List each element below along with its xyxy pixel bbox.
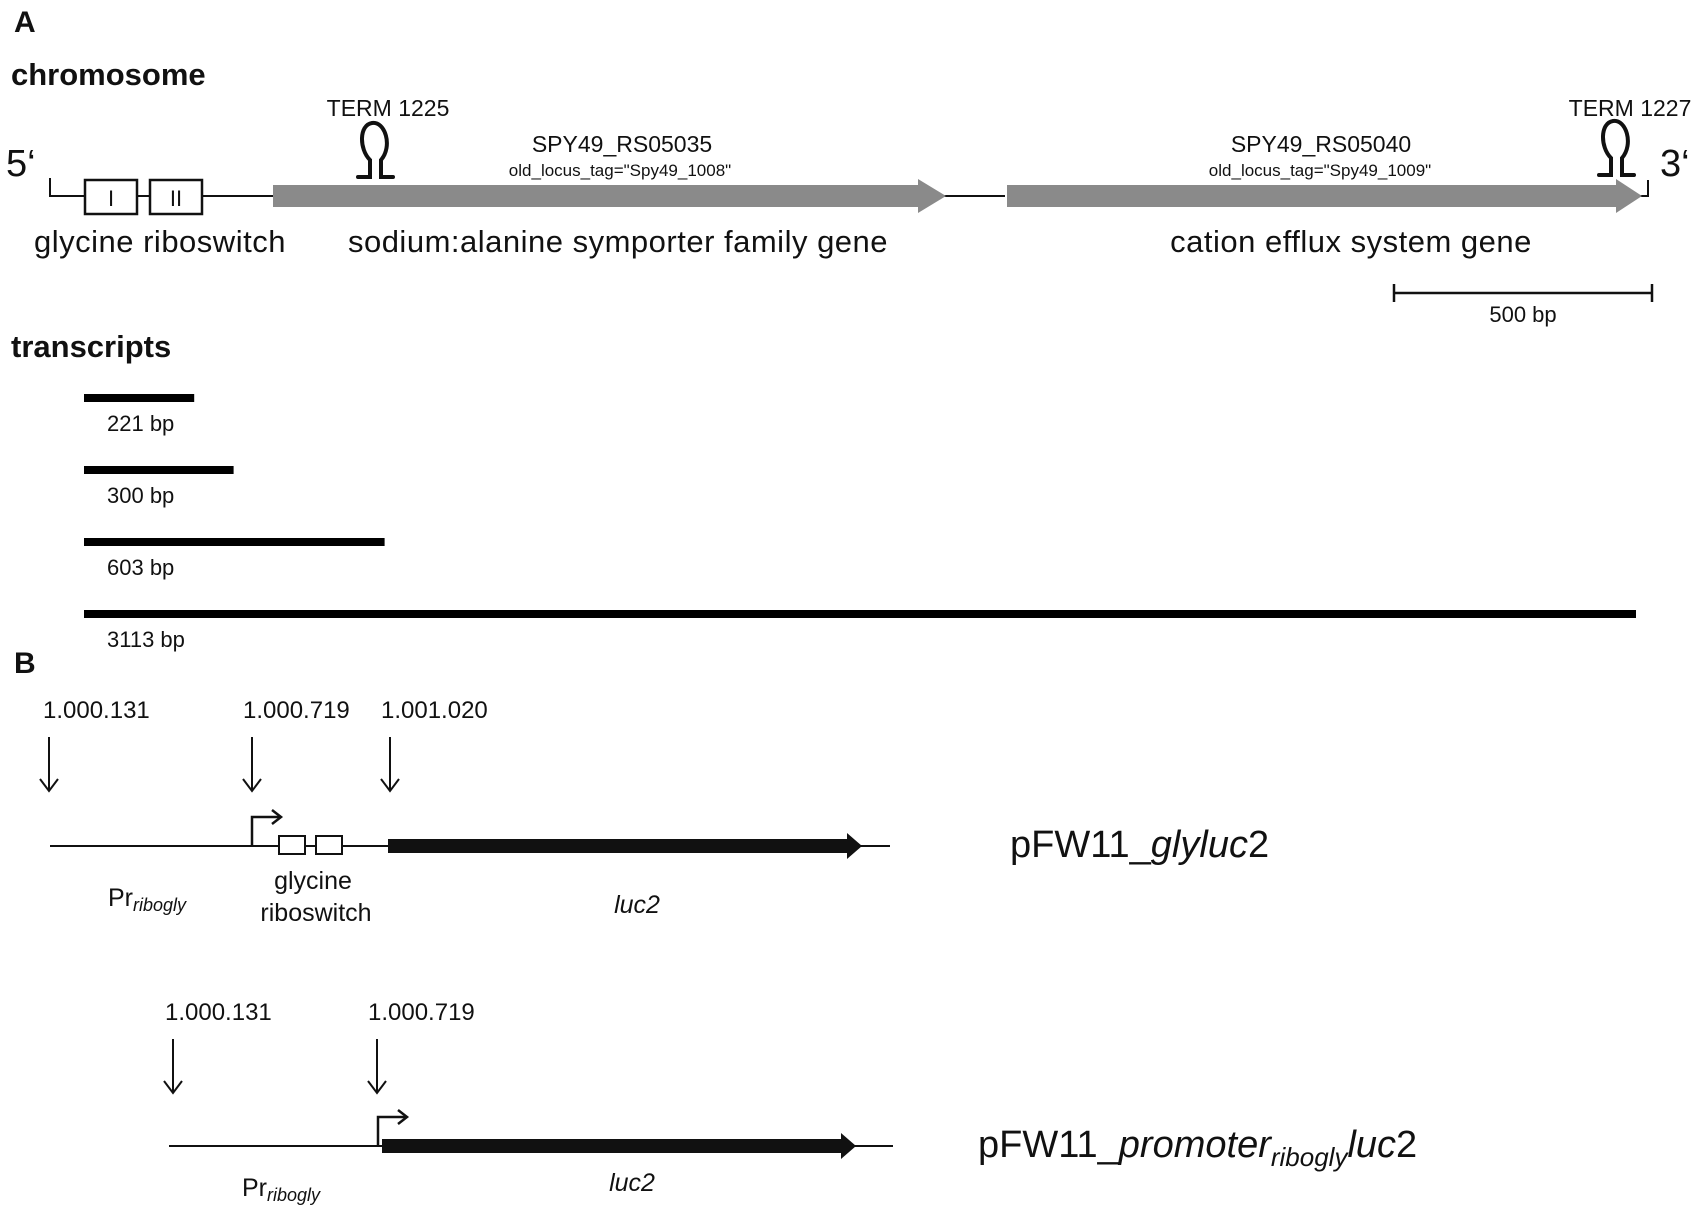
down-arrow-icon [39,737,59,793]
riboswitch-element: I II [83,178,204,216]
riboswitch-label-line1: glycine [274,867,352,895]
promoter-label: Pr [242,1174,267,1202]
scale-bar-label: 500 bp [1489,302,1556,327]
plasmid-name-italic: glyluc [1151,824,1248,866]
transcript-bar [84,610,1636,618]
plasmid-name-suffix: 2 [1248,824,1269,866]
plasmid-name-italic: promoter [1118,1124,1272,1166]
riboswitch-box-label-ii: II [170,186,182,211]
promoter-subscript: ribogly [267,1185,321,1205]
position-label: 1.001.020 [381,697,488,724]
scale-bar [1392,284,1654,302]
riboswitch-label-line2: riboswitch [260,899,371,927]
chromosome-title: chromosome [11,57,206,92]
down-arrow-icon [367,1039,387,1095]
transcripts-title: transcripts [11,329,171,364]
transcript-length-label: 603 bp [107,555,174,580]
gene-old-locus-rs05040: old_locus_tag="Spy49_1009" [1209,161,1431,180]
promoter-arrow-icon [376,1109,410,1146]
plasmid-name-prefix: pFW11_ [1010,824,1152,866]
down-arrow-icon [163,1039,183,1095]
three-prime-label: 3‘ [1660,143,1690,185]
riboswitch-label: glycine riboswitch [34,224,286,259]
svg-text:Prribogly: Prribogly [242,1174,321,1205]
gene-name-rs05035: sodium:alanine symporter family gene [348,224,888,259]
gene-id-rs05040: SPY49_RS05040 [1231,131,1411,157]
plasmid-name-prefix: pFW11_ [978,1124,1120,1166]
transcript-length-label: 3113 bp [107,627,185,652]
five-prime-label: 5‘ [6,143,36,185]
promoter-arrow-icon [250,809,284,846]
terminator-hairpin-icon [1597,119,1636,177]
promoter-label: Pr [108,884,133,912]
gene-arrow-rs05040 [1007,179,1642,213]
position-label: 1.000.131 [165,999,272,1026]
svg-text:pFW11_promoterriboglyluc2: pFW11_promoterriboglyluc2 [978,1124,1417,1172]
transcript-length-label: 300 bp [107,483,174,508]
position-label: 1.000.131 [43,697,150,724]
construct-glyluc2: 1.000.131 1.000.719 1.001.020 Prribogly … [39,697,1269,927]
terminator-label-1225: TERM 1225 [327,95,450,121]
gene-name-rs05040: cation efflux system gene [1170,224,1532,259]
luc2-gene-arrow [382,1133,856,1159]
riboswitch-box-label-i: I [108,186,114,211]
riboswitch-box-i [83,178,139,216]
gene-id-rs05035: SPY49_RS05035 [532,131,712,157]
svg-text:Prribogly: Prribogly [108,884,187,915]
construct-promoter-ribogly-luc2: 1.000.131 1.000.719 Prribogly luc2 pFW11… [163,999,1417,1205]
transcript-length-label: 221 bp [107,411,174,436]
svg-text:pFW11_glyluc2: pFW11_glyluc2 [1010,824,1269,866]
plasmid-name-italic-2: luc [1347,1124,1396,1166]
promoter-subscript: ribogly [133,895,187,915]
transcripts-group: 221 bp 300 bp 603 bp 3113 bp [84,394,1636,652]
plasmid-name-subscript: ribogly [1271,1142,1350,1172]
transcript-bar [84,394,195,402]
panel-b-label: B [14,647,36,680]
riboswitch-box-icon [278,835,306,855]
terminator-label-1227: TERM 1227 [1569,95,1692,121]
down-arrow-icon [380,737,400,793]
riboswitch-box-icon [315,835,343,855]
transcript-bar [84,466,234,474]
luc2-gene-arrow [388,833,862,859]
position-label: 1.000.719 [368,999,475,1026]
panel-a-label: A [14,6,36,39]
gene-old-locus-rs05035: old_locus_tag="Spy49_1008" [509,161,731,180]
transcript-bar [84,538,385,546]
gene-arrow-rs05035 [273,179,946,213]
terminator-hairpin-icon [356,121,395,179]
plasmid-name-suffix: 2 [1396,1124,1417,1166]
riboswitch-box-ii [148,178,204,216]
down-arrow-icon [242,737,262,793]
gene-label-luc2: luc2 [609,1169,655,1197]
gene-label-luc2: luc2 [614,891,660,919]
position-label: 1.000.719 [243,697,350,724]
